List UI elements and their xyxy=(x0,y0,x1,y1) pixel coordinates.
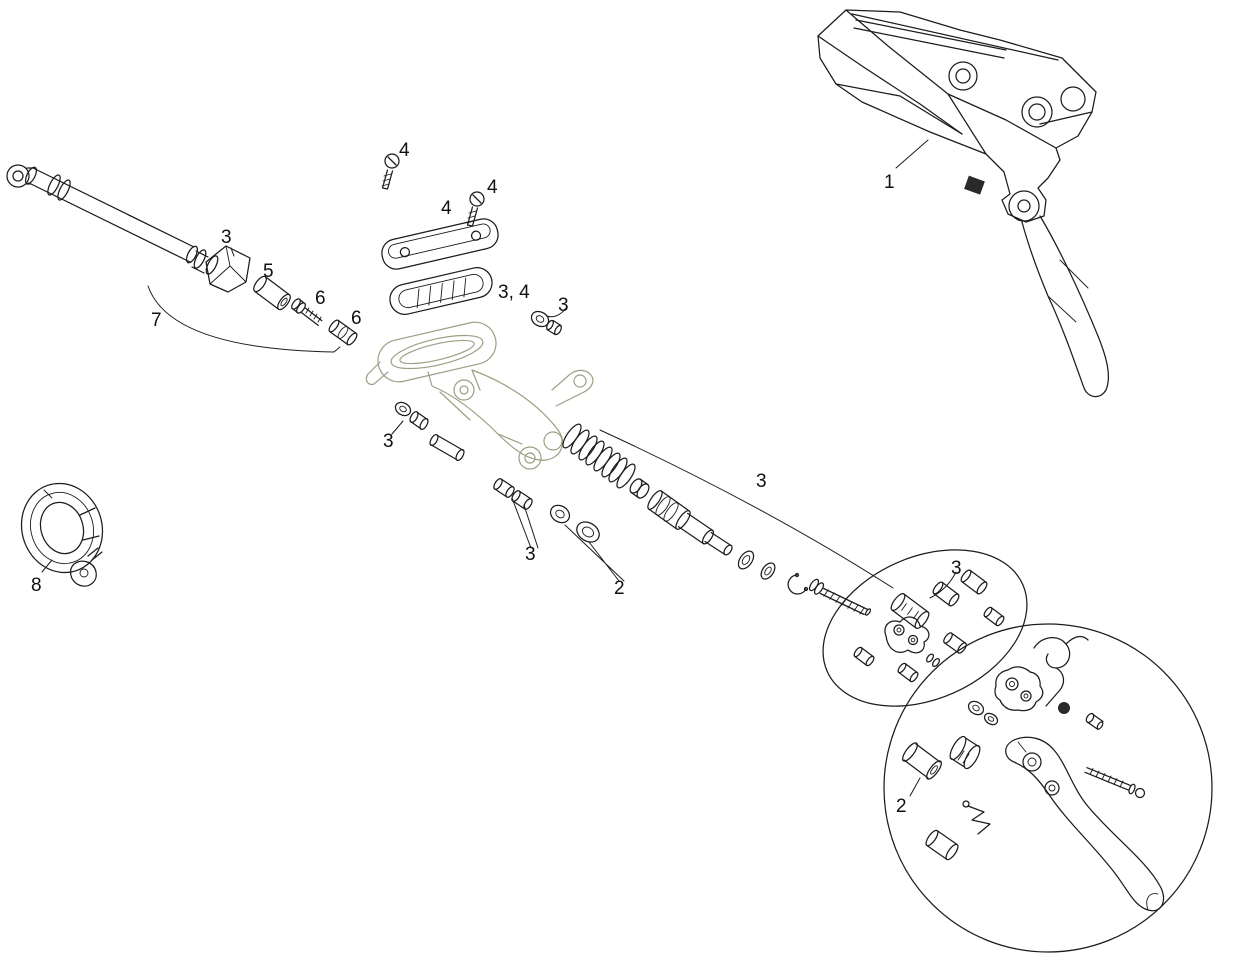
compression-olive xyxy=(328,319,358,346)
callout-4-right-screw: 4 xyxy=(487,177,498,198)
callout-4-top-screw: 4 xyxy=(399,140,410,161)
callout-1-housing: 1 xyxy=(884,172,895,193)
callout-7-hose: 7 xyxy=(151,310,162,331)
small-parts-ellipse xyxy=(822,549,1028,707)
barrel-part xyxy=(253,275,291,311)
lever-blade-detail xyxy=(1005,736,1165,912)
piston-seals xyxy=(549,504,600,543)
banjo-seal xyxy=(394,401,429,431)
callout-6-olive: 6 xyxy=(351,308,362,329)
handlebar-clamp xyxy=(20,482,104,587)
leader-lines xyxy=(41,139,957,797)
callout-6-fitting: 6 xyxy=(315,288,326,309)
clamp-piece xyxy=(205,245,251,293)
pivot-pin xyxy=(429,433,465,462)
callout-2-blade-detail: 2 xyxy=(896,796,907,817)
reservoir-bladder xyxy=(389,267,493,315)
callout-5-barrel: 5 xyxy=(263,261,274,282)
callout-3-4-bladder: 3, 4 xyxy=(498,282,530,303)
bushing-pair xyxy=(493,478,533,510)
hose-group-brace xyxy=(147,285,341,353)
callout-2-seals: 2 xyxy=(614,578,625,599)
callout-4-cover: 4 xyxy=(441,198,452,219)
brake-lever-housing xyxy=(817,9,1110,398)
snap-ring xyxy=(787,572,809,595)
reservoir-seal xyxy=(530,310,562,336)
cover-screw-right xyxy=(466,191,485,227)
callout-3-bushings: 3 xyxy=(525,544,536,565)
piston-spring xyxy=(562,423,636,489)
lever-blade-attached xyxy=(1021,215,1110,398)
callout-3-banjo-seal: 3 xyxy=(383,431,394,452)
grub-screw xyxy=(1058,702,1070,714)
bleed-port-block xyxy=(964,175,985,195)
callout-3-clamp-piece: 3 xyxy=(221,227,232,248)
callout-8-bar-clamp: 8 xyxy=(31,575,42,596)
callout-3-seal: 3 xyxy=(558,295,569,316)
hose-assembly xyxy=(6,164,219,275)
piston-assembly xyxy=(629,478,776,580)
master-cylinder-body xyxy=(365,321,594,470)
cover-screw-left xyxy=(381,153,400,190)
callout-3-parts-ellipse: 3 xyxy=(951,558,962,579)
reservoir-cover xyxy=(381,218,499,270)
detail-magnifier-circle xyxy=(883,623,1213,953)
callout-3-piston: 3 xyxy=(756,471,767,492)
compression-fitting xyxy=(291,298,323,327)
